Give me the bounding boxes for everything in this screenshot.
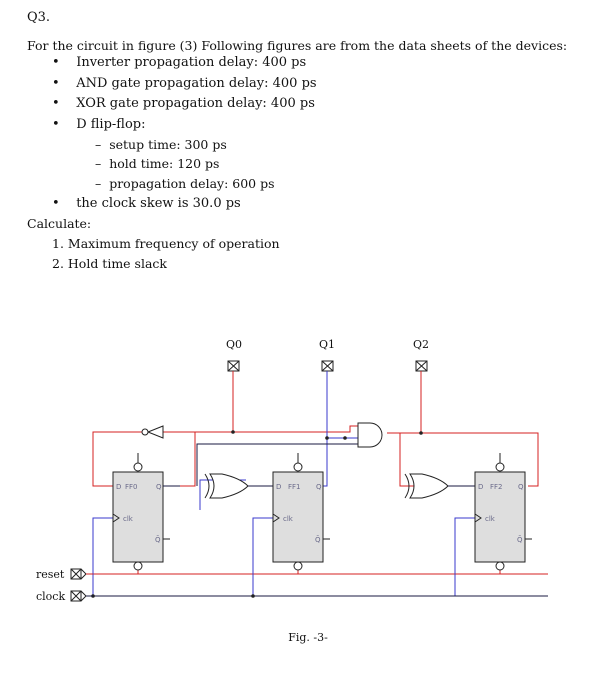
ff-q-label: Q — [316, 483, 322, 491]
and-gate — [357, 422, 383, 448]
ff-spec-text: hold time: 120 ps — [109, 156, 220, 171]
ff-spec-item: – propagation delay: 600 ps — [95, 176, 275, 191]
input-port-clock — [70, 590, 93, 602]
input-label-reset: reset — [36, 568, 65, 581]
spec-text: AND gate propagation delay: 400 ps — [76, 76, 317, 91]
ff-clk-label: clk — [485, 515, 496, 523]
dark-wires — [93, 443, 548, 597]
spec-item: • XOR gate propagation delay: 400 ps — [52, 96, 315, 111]
ff-d-label: D — [116, 483, 121, 491]
output-probe-q2 — [415, 360, 428, 372]
spec-item: • D flip-flop: — [52, 117, 146, 132]
flipflop-ff2: D FF2 Q clk Q̄ — [474, 453, 532, 571]
output-probe-q0 — [227, 360, 240, 372]
ff-name-label: FF1 — [288, 483, 301, 491]
ff-clk-label: clk — [123, 515, 134, 523]
task-item: 2. Hold time slack — [52, 256, 167, 271]
flipflop-ff0: D FF0 Q clk Q̄ — [112, 453, 180, 571]
ff-q-label: Q — [156, 483, 162, 491]
ff-name-label: FF0 — [125, 483, 138, 491]
input-label-clock: clock — [36, 590, 65, 603]
ff-spec-text: setup time: 300 ps — [109, 137, 227, 152]
skew-text: the clock skew is 30.0 ps — [76, 196, 241, 211]
task-item: 1. Maximum frequency of operation — [52, 236, 280, 251]
spec-text: XOR gate propagation delay: 400 ps — [76, 96, 315, 111]
inverter-gate — [141, 425, 164, 439]
output-label-q1: Q1 — [319, 338, 335, 351]
output-label-q0: Q0 — [226, 338, 242, 351]
spec-item: • Inverter propagation delay: 400 ps — [52, 55, 307, 70]
xor-gate-1 — [204, 473, 273, 499]
ff-clk-label: clk — [283, 515, 294, 523]
circuit-diagram: Q0 Q1 Q2 — [36, 338, 548, 644]
output-label-q2: Q2 — [413, 338, 429, 351]
ff-q-label: Q — [518, 483, 524, 491]
output-probe-q1 — [321, 360, 334, 372]
calculate-label: Calculate: — [27, 216, 92, 231]
ff-qbar-label: Q̄ — [155, 535, 161, 544]
flipflop-ff1: D FF1 Q clk Q̄ — [272, 453, 330, 571]
spec-item: • AND gate propagation delay: 400 ps — [52, 76, 317, 91]
ff-d-label: D — [276, 483, 281, 491]
input-port-reset — [70, 568, 93, 580]
ff-qbar-label: Q̄ — [517, 535, 523, 544]
ff-qbar-label: Q̄ — [315, 535, 321, 544]
xor-gate-2 — [404, 473, 475, 499]
question-intro: For the circuit in figure (3) Following … — [27, 38, 568, 53]
ff-spec-item: – setup time: 300 ps — [95, 137, 227, 152]
spec-text: Inverter propagation delay: 400 ps — [76, 55, 307, 70]
ff-d-label: D — [478, 483, 483, 491]
figure-caption: Fig. -3- — [288, 631, 328, 644]
question-number: Q3. — [27, 10, 51, 25]
spec-item: • the clock skew is 30.0 ps — [52, 196, 241, 211]
spec-text: D flip-flop: — [76, 117, 146, 132]
ff-spec-text: propagation delay: 600 ps — [109, 176, 275, 191]
ff-spec-item: – hold time: 120 ps — [95, 156, 220, 171]
junction-dots — [91, 430, 423, 598]
ff-name-label: FF2 — [490, 483, 503, 491]
